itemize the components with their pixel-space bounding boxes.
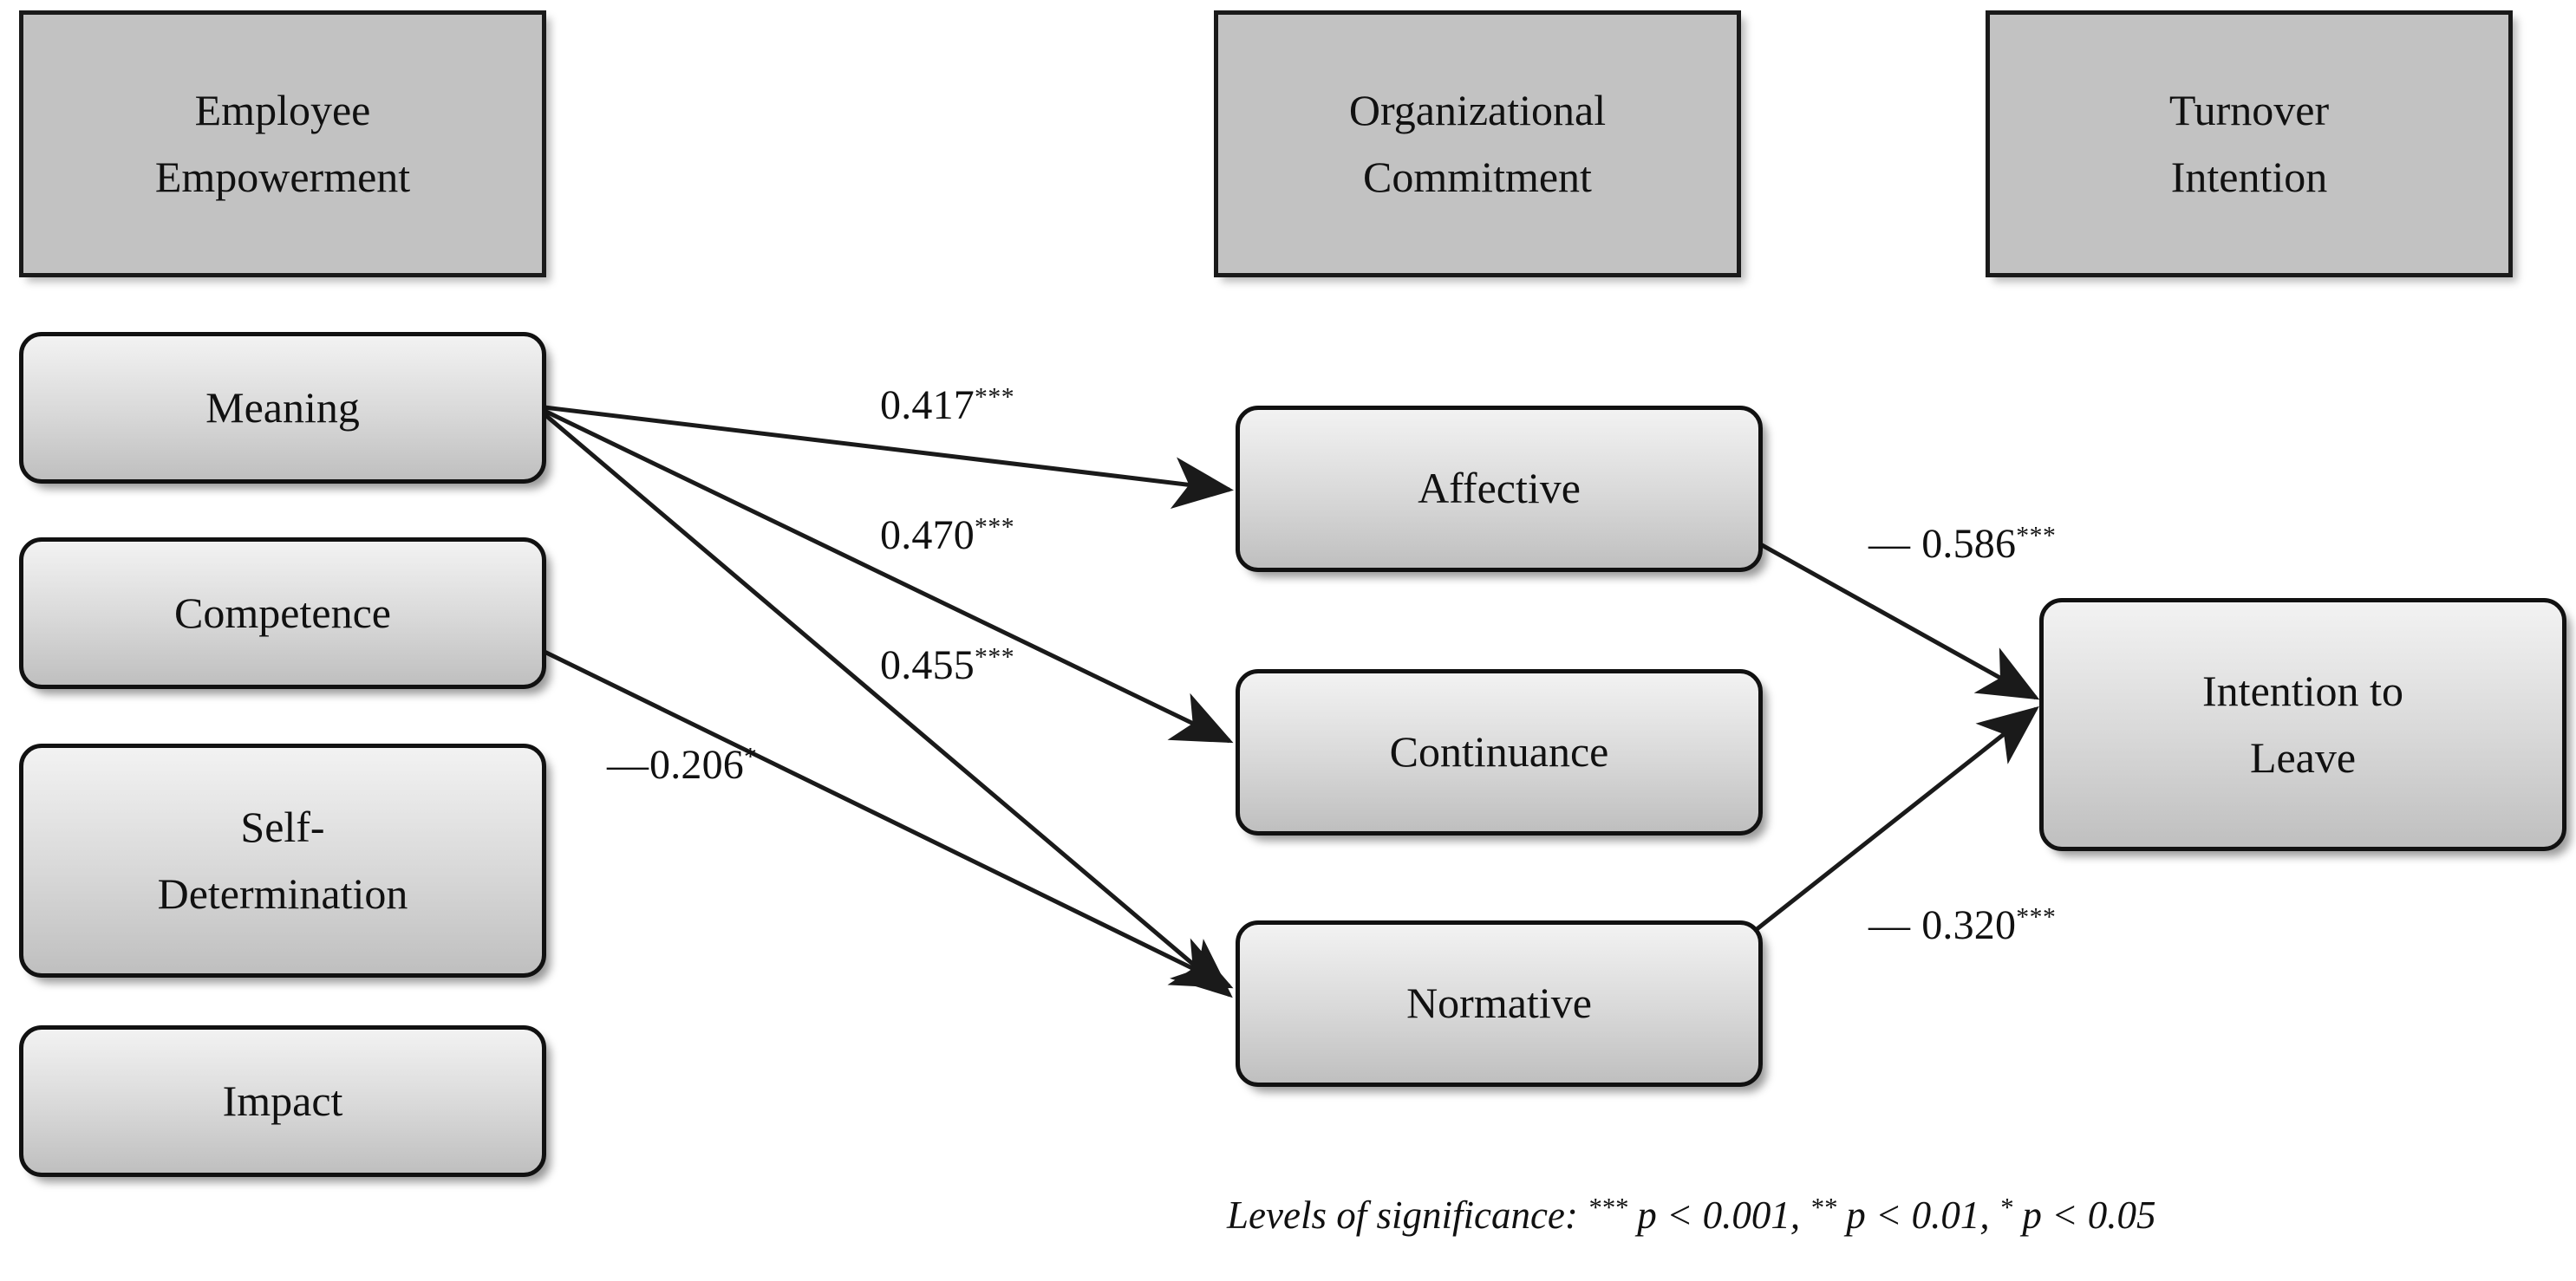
coefficient-value: 0.206: [649, 742, 744, 788]
node-label: Impact: [222, 1076, 343, 1125]
legend-text-2: p < 0.01,: [1836, 1193, 1999, 1237]
node-intention-to-leave[interactable]: Intention to Leave: [2039, 598, 2566, 851]
node-self-determination[interactable]: Self- Determination: [19, 744, 546, 978]
significance-legend: Levels of significance: *** p < 0.001, *…: [1227, 1193, 2156, 1238]
coefficient-value: 0.417: [880, 382, 975, 428]
significance-stars: ***: [975, 382, 1015, 412]
edge-label-competence-normative: —0.206*: [607, 741, 757, 789]
node-normative[interactable]: Normative: [1236, 920, 1763, 1087]
edge-competence-normative: [543, 649, 1234, 989]
node-label-line2: Determination: [157, 869, 408, 918]
legend-stars-2: **: [1810, 1193, 1836, 1223]
header-line1: Turnover: [2168, 85, 2330, 134]
header-line2: Commitment: [1363, 153, 1592, 201]
coefficient-value: 0.320: [1911, 902, 2017, 948]
edge-label-meaning-affective: 0.417***: [880, 381, 1014, 429]
node-label: Self-: [240, 802, 325, 851]
node-impact[interactable]: Impact: [19, 1025, 546, 1177]
significance-stars: ***: [975, 642, 1015, 672]
header-employee-empowerment: Employee Empowerment: [19, 10, 546, 277]
header-line1: Organizational: [1348, 85, 1607, 134]
edge-label-normative-leave: — 0.320***: [1868, 901, 2056, 949]
legend-stars-1: *: [1999, 1193, 2013, 1223]
negative-sign: —: [1868, 521, 1911, 567]
negative-sign: —: [1868, 902, 1911, 948]
edge-label-meaning-continuance: 0.470***: [880, 511, 1014, 559]
significance-stars: ***: [2016, 902, 2057, 932]
negative-sign: —: [607, 742, 649, 788]
node-competence[interactable]: Competence: [19, 537, 546, 689]
edge-label-affective-leave: — 0.586***: [1868, 520, 2056, 568]
edge-label-meaning-normative: 0.455***: [880, 641, 1014, 689]
node-label: Intention to: [2202, 666, 2403, 715]
node-affective[interactable]: Affective: [1236, 406, 1763, 572]
node-label: Affective: [1418, 464, 1581, 513]
legend-text-1: p < 0.05: [2012, 1193, 2156, 1237]
header-line1: Employee: [194, 85, 371, 134]
coefficient-value: 0.586: [1911, 521, 2017, 567]
legend-text-3: p < 0.001,: [1627, 1193, 1810, 1237]
header-organizational-commitment: Organizational Commitment: [1214, 10, 1741, 277]
node-label: Normative: [1406, 979, 1592, 1028]
significance-stars: *: [744, 742, 758, 771]
node-label: Meaning: [205, 382, 360, 432]
coefficient-value: 0.470: [880, 512, 975, 558]
node-continuance[interactable]: Continuance: [1236, 669, 1763, 836]
edge-meaning-normative: [543, 413, 1233, 998]
edge-meaning-continuance: [543, 408, 1234, 744]
significance-stars: ***: [975, 512, 1015, 542]
legend-stars-3: ***: [1588, 1193, 1628, 1223]
header-line2: Intention: [2170, 153, 2328, 201]
header-line2: Empowerment: [154, 153, 411, 201]
node-meaning[interactable]: Meaning: [19, 332, 546, 484]
node-label: Competence: [174, 588, 391, 637]
header-turnover-intention: Turnover Intention: [1986, 10, 2513, 277]
node-label-line2: Leave: [2249, 733, 2357, 782]
node-label: Continuance: [1389, 727, 1609, 777]
legend-prefix: Levels of significance:: [1227, 1193, 1588, 1237]
coefficient-value: 0.455: [880, 642, 975, 688]
significance-stars: ***: [2016, 521, 2057, 550]
